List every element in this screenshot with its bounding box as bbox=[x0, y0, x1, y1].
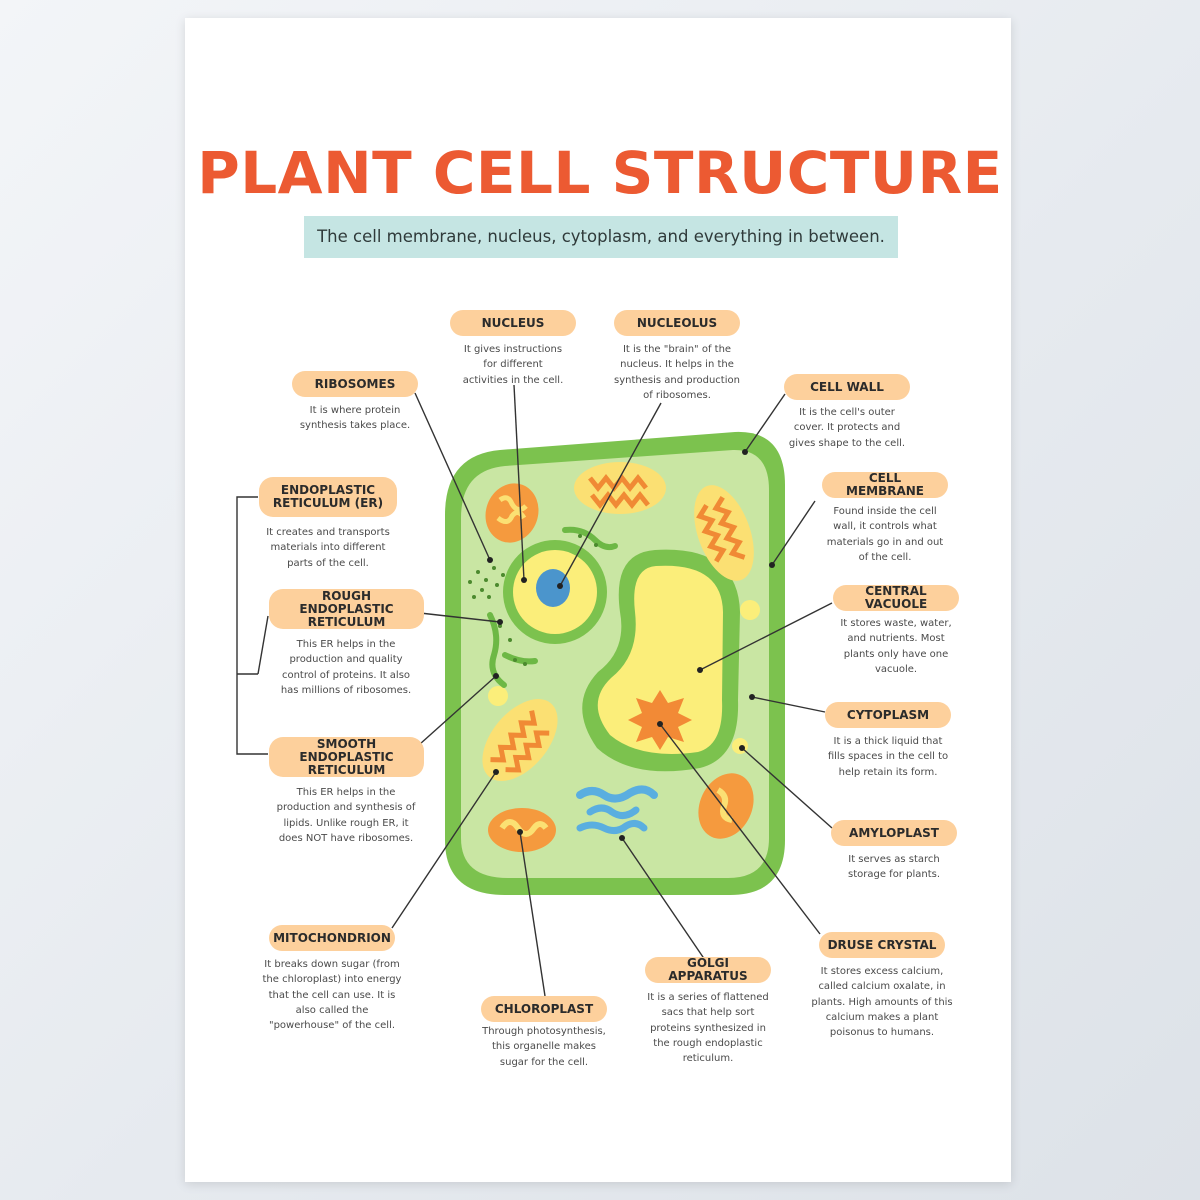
label-mitochondrion: MITOCHONDRION bbox=[269, 925, 395, 951]
label-golgi-apparatus: GOLGI APPARATUS bbox=[645, 957, 771, 983]
chloroplast-left bbox=[482, 699, 558, 781]
nucleolus-shape bbox=[536, 569, 570, 607]
label-er: ENDOPLASTIC RETICULUM (ER) bbox=[259, 477, 397, 517]
label-druse-crystal: DRUSE CRYSTAL bbox=[819, 932, 945, 958]
ribosome-dots bbox=[468, 534, 598, 666]
desc-er: It creates and transports materials into… bbox=[266, 527, 390, 569]
desc-ribosomes: It is where protein synthesis takes plac… bbox=[299, 405, 411, 432]
desc-mitochondrion: It breaks down sugar (from the chloropla… bbox=[262, 959, 402, 1032]
label-central-vacuole: CENTRAL VACUOLE bbox=[833, 585, 959, 611]
desc-nucleus: It gives instructions for different acti… bbox=[462, 344, 564, 386]
label-amyloplast: AMYLOPLAST bbox=[831, 820, 957, 846]
desc-cell-wall: It is the cell's outer cover. It protect… bbox=[788, 407, 906, 449]
desc-cytoplasm: It is a thick liquid that fills spaces i… bbox=[827, 736, 949, 778]
page-title: PLANT CELL STRUCTURE bbox=[197, 139, 1003, 207]
desc-druse-crystal: It stores excess calcium, called calcium… bbox=[811, 966, 953, 1039]
desc-cell-membrane: Found inside the cell wall, it controls … bbox=[826, 506, 944, 563]
label-cytoplasm: CYTOPLASM bbox=[825, 702, 951, 728]
label-rough-er: ROUGH ENDOPLASTIC RETICULUM bbox=[269, 589, 424, 629]
desc-chloroplast: Through photosynthesis, this organelle m… bbox=[482, 1026, 606, 1068]
label-nucleus: NUCLEUS bbox=[450, 310, 576, 336]
desc-golgi-apparatus: It is a series of flattened sacs that he… bbox=[647, 992, 769, 1065]
central-vacuole-shape bbox=[597, 565, 723, 754]
vesicle-right bbox=[740, 600, 760, 620]
mitochondrion-top-left bbox=[485, 483, 539, 543]
connector-lines bbox=[236, 384, 833, 997]
golgi-apparatus-shape bbox=[576, 785, 658, 835]
label-chloroplast: CHLOROPLAST bbox=[481, 996, 607, 1022]
label-ribosomes: RIBOSOMES bbox=[292, 371, 418, 397]
chloroplast-top bbox=[574, 462, 666, 514]
label-nucleolus: NUCLEOLUS bbox=[614, 310, 740, 336]
desc-amyloplast: It serves as starch storage for plants. bbox=[848, 854, 940, 881]
druse-crystal-shape bbox=[628, 690, 692, 750]
vesicle-left bbox=[488, 686, 508, 706]
desc-nucleolus: It is the "brain" of the nucleus. It hel… bbox=[614, 344, 740, 401]
desc-rough-er: This ER helps in the production and qual… bbox=[280, 639, 412, 696]
label-smooth-er: SMOOTH ENDOPLASTIC RETICULUM bbox=[269, 737, 424, 777]
desc-central-vacuole: It stores waste, water, and nutrients. M… bbox=[840, 618, 952, 675]
mitochondrion-bottom-right bbox=[698, 773, 754, 839]
label-cell-membrane: CELL MEMBRANE bbox=[822, 472, 948, 498]
chloroplast-right bbox=[694, 485, 754, 581]
connector-dots bbox=[487, 449, 775, 841]
desc-smooth-er: This ER helps in the production and synt… bbox=[276, 787, 416, 844]
page-subtitle: The cell membrane, nucleus, cytoplasm, a… bbox=[304, 216, 898, 258]
label-cell-wall: CELL WALL bbox=[784, 374, 910, 400]
